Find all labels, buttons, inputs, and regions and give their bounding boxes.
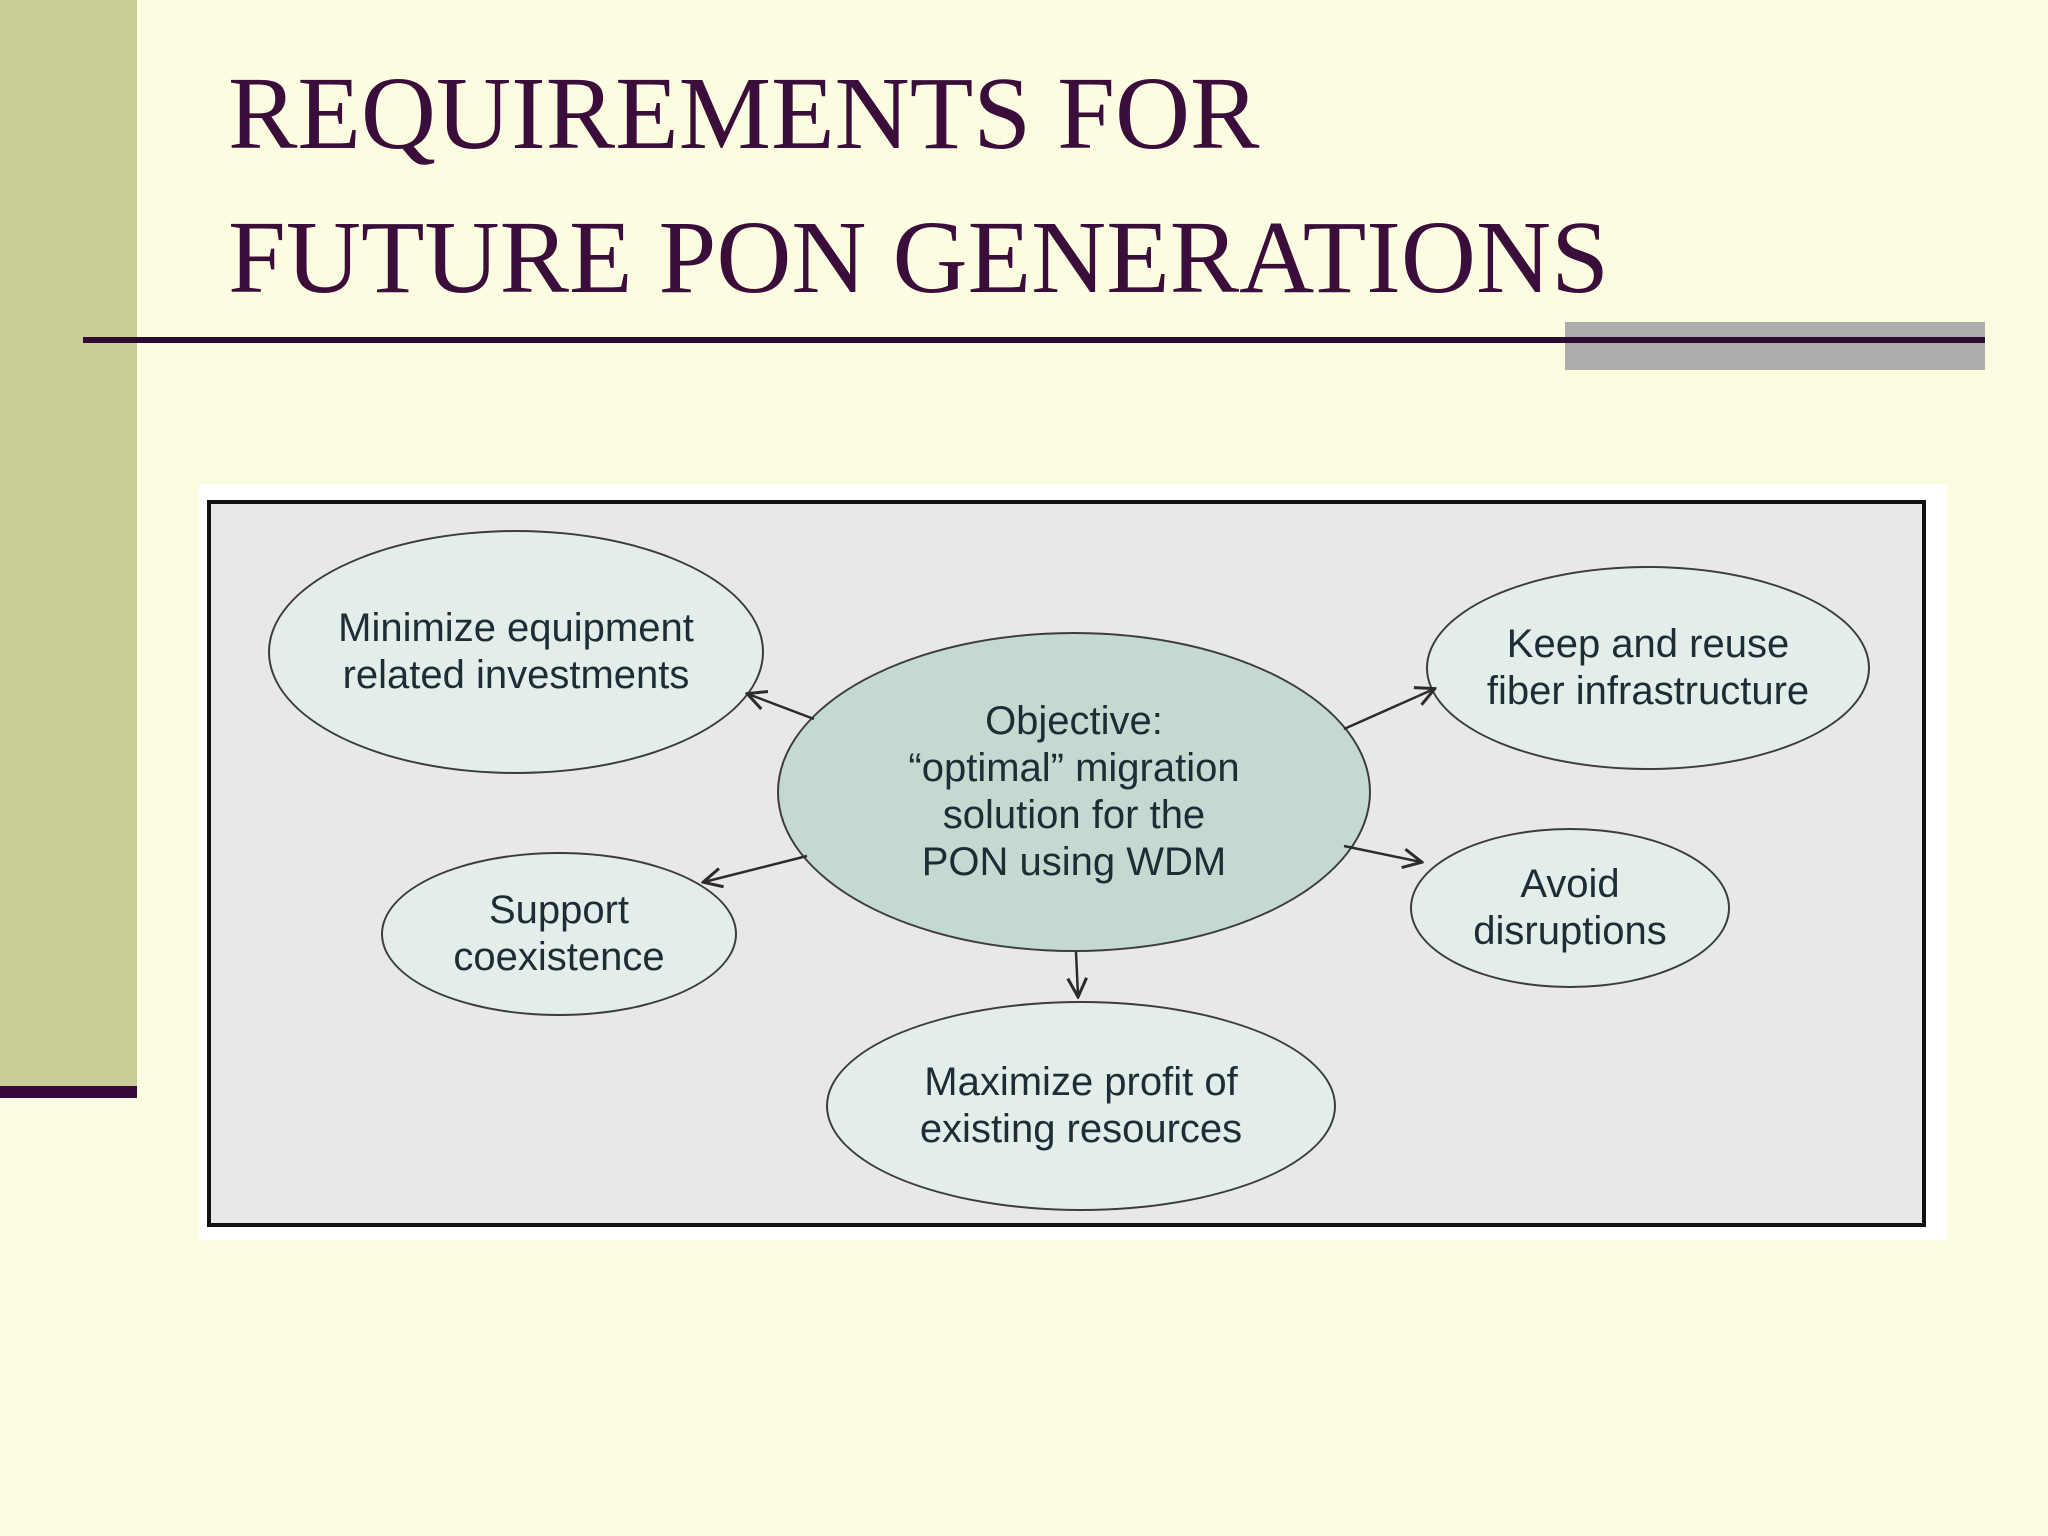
- title-underline: [83, 337, 1985, 343]
- node-label: Maximize profit of existing resources: [919, 1059, 1243, 1151]
- title-accent-bar: [1565, 322, 1985, 370]
- node-label: Minimize equipment related investments: [338, 605, 694, 697]
- node-keep-reuse-fiber: Keep and reuse fiber infrastructure: [1426, 566, 1870, 770]
- page-title: REQUIREMENTS FOR FUTURE PON GENERATIONS: [228, 56, 1609, 315]
- node-minimize-equipment: Minimize equipment related investments: [268, 530, 764, 774]
- node-maximize-profit: Maximize profit of existing resources: [826, 1001, 1336, 1211]
- left-accent-bar-cap: [0, 1086, 137, 1098]
- node-label: Objective: “optimal” migration solution …: [908, 698, 1240, 885]
- node-support-coexistence: Support coexistence: [381, 852, 737, 1016]
- node-avoid-disruptions: Avoid disruptions: [1410, 828, 1730, 988]
- left-accent-bar: [0, 0, 137, 1086]
- node-label: Keep and reuse fiber infrastructure: [1486, 621, 1810, 713]
- diagram-figure: Minimize equipment related investments K…: [199, 484, 1947, 1240]
- node-label: Support coexistence: [453, 887, 665, 979]
- node-objective: Objective: “optimal” migration solution …: [777, 632, 1371, 952]
- node-label: Avoid disruptions: [1473, 861, 1667, 953]
